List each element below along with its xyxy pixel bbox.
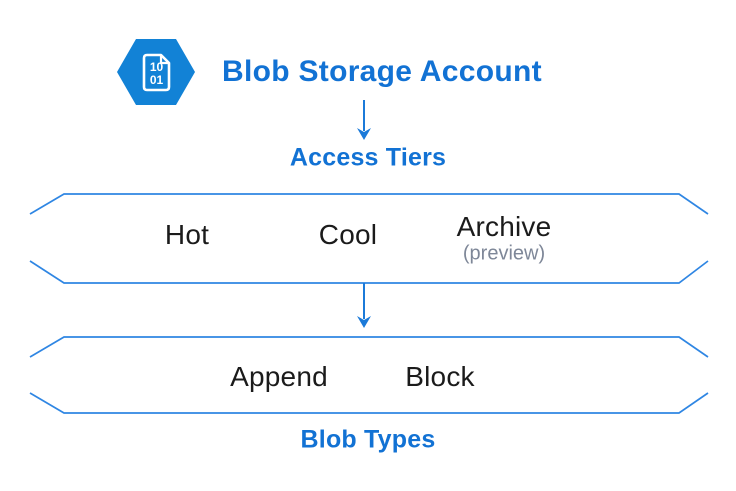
blob-type-block: Block bbox=[405, 361, 475, 392]
icon-binary-line2: 01 bbox=[150, 73, 164, 87]
blob-types-band-border bbox=[29, 336, 709, 414]
access-tiers-label: Access Tiers bbox=[289, 143, 447, 172]
tier-hot: Hot bbox=[164, 219, 210, 250]
blob-type-append: Append bbox=[230, 361, 328, 392]
page-title: Blob Storage Account bbox=[222, 55, 542, 88]
tier-archive-preview-note: (preview) bbox=[462, 242, 546, 265]
down-arrow-icon bbox=[357, 283, 371, 328]
icon-binary-line1: 10 bbox=[150, 60, 164, 74]
blob-types-label: Blob Types bbox=[300, 425, 436, 454]
binary-file-hexagon-icon: 10 01 bbox=[117, 39, 195, 105]
tier-archive: Archive bbox=[456, 211, 552, 242]
tier-cool: Cool bbox=[318, 219, 378, 250]
down-arrow-icon bbox=[357, 100, 371, 140]
